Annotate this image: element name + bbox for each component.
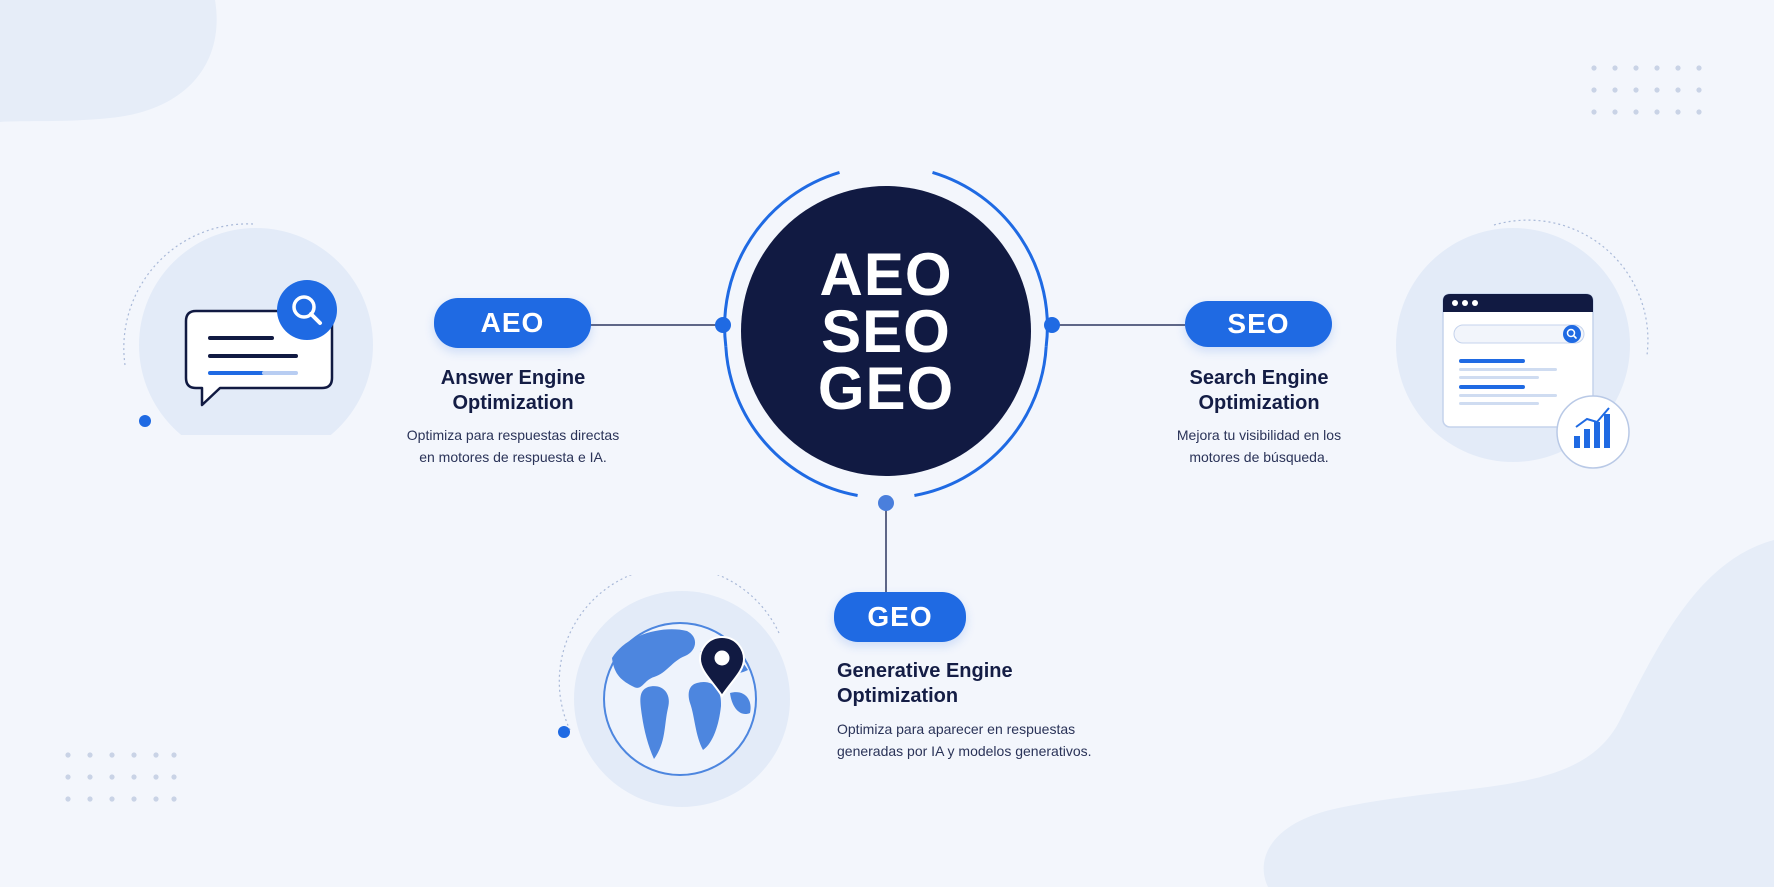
geo-desc-line-1: Optimiza para aparecer en respuestas xyxy=(837,721,1076,737)
geo-title-line-1: Generative Engine xyxy=(837,660,1013,682)
chat-search-icon xyxy=(123,223,373,435)
aeo-desc-line-1: Optimiza para respuestas directas xyxy=(406,427,620,443)
top-left-blob xyxy=(0,0,217,122)
seo-title-line-1: Search Engine xyxy=(1189,367,1329,389)
aeo-description: Optimiza para respuestas directas en mot… xyxy=(370,424,656,468)
seo-desc-line-1: Mejora tu visibilidad en los xyxy=(1176,427,1342,443)
hub-label: AEO SEO GEO xyxy=(741,186,1031,476)
aeo-title-line-1: Answer Engine xyxy=(440,367,586,389)
geo-description: Optimiza para aparecer en respuestas gen… xyxy=(837,718,1167,762)
aeo-title: Answer Engine Optimization xyxy=(380,366,646,416)
hub-outer-ring xyxy=(723,170,1049,497)
hub-circle xyxy=(741,186,1031,476)
geo-title-line-2: Optimization xyxy=(837,685,959,707)
geo-desc-line-2: generadas por IA y modelos generativos. xyxy=(837,743,1092,759)
hub-line-seo: SEO xyxy=(821,297,951,365)
globe-pin-icon xyxy=(558,575,790,807)
hub-line-aeo: AEO xyxy=(819,240,953,308)
dot-grid-bottom-left xyxy=(65,752,177,802)
aeo-title-line-2: Optimization xyxy=(452,392,574,414)
aeo-desc-line-2: en motores de respuesta e IA. xyxy=(419,449,607,465)
hub-line-geo: GEO xyxy=(817,354,955,422)
aeo-pill: AEO xyxy=(434,298,591,348)
seo-desc-line-2: motores de búsqueda. xyxy=(1189,449,1329,465)
bottom-right-blob xyxy=(1263,540,1774,887)
geo-pill-label: GEO xyxy=(867,601,933,632)
seo-title: Search Engine Optimization xyxy=(1126,366,1392,416)
connector-node-seo xyxy=(1044,317,1060,333)
browser-analytics-icon xyxy=(1396,219,1649,469)
aeo-pill-label: AEO xyxy=(480,307,545,338)
connector-node-aeo xyxy=(715,317,731,333)
seo-title-line-2: Optimization xyxy=(1198,392,1320,414)
seo-description: Mejora tu visibilidad en los motores de … xyxy=(1136,424,1382,468)
geo-title: Generative Engine Optimization xyxy=(837,659,1137,709)
seo-pill: SEO xyxy=(1185,301,1332,347)
geo-pill: GEO xyxy=(834,592,966,642)
dot-grid-top-right xyxy=(1591,65,1702,115)
connector-node-geo xyxy=(878,495,894,511)
seo-pill-label: SEO xyxy=(1227,308,1290,339)
